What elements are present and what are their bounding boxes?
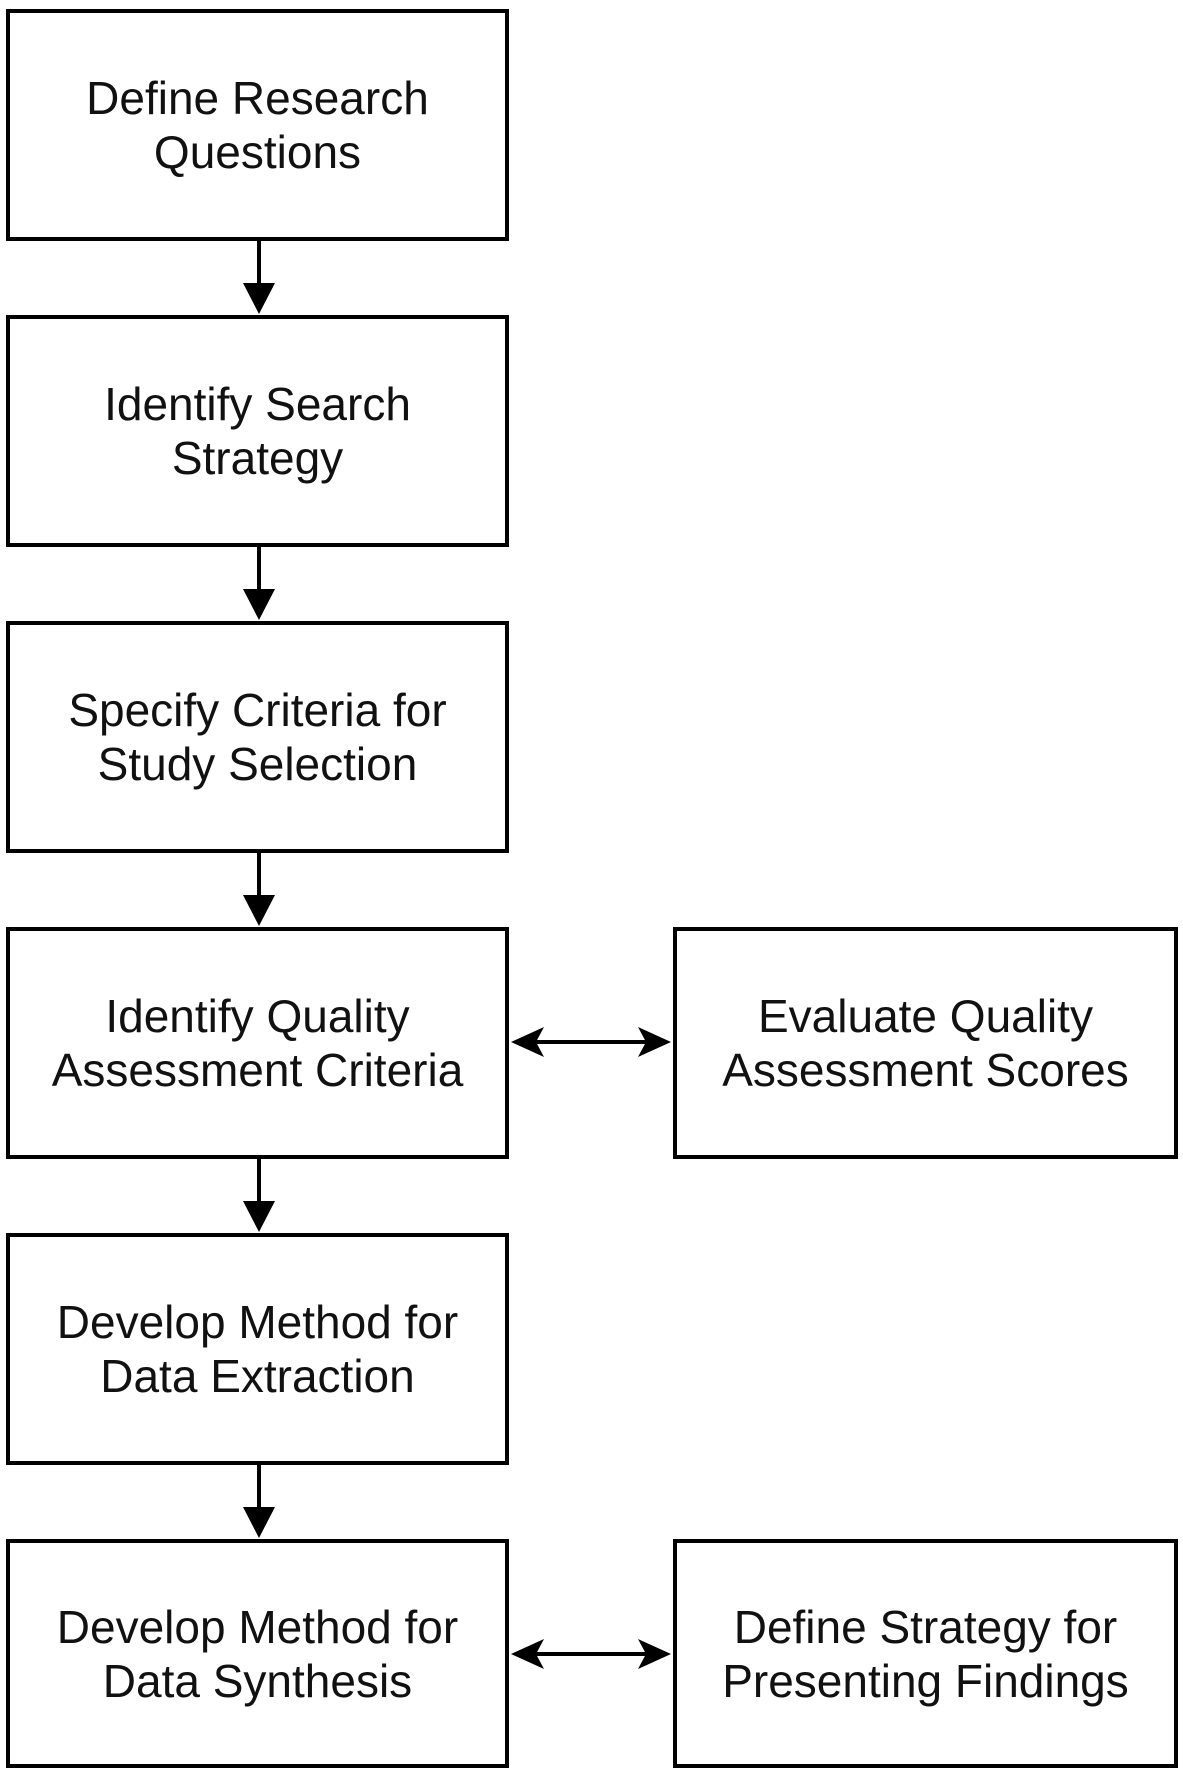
develop-data-extraction-box: Develop Method for Data Extraction (6, 1233, 509, 1465)
identify-search-strategy-label: Identify Search Strategy (104, 378, 411, 484)
evaluate-quality-scores-label: Evaluate Quality Assessment Scores (722, 990, 1129, 1096)
arrow-questions-to-search (243, 241, 275, 314)
arrow-quality-to-extraction (243, 1159, 275, 1232)
double-arrow-quality-evaluate (511, 1027, 671, 1057)
arrow-criteria-to-quality (243, 853, 275, 926)
develop-data-synthesis-box: Develop Method for Data Synthesis (6, 1539, 509, 1768)
arrow-extraction-to-synthesis (243, 1465, 275, 1538)
identify-quality-criteria-label: Identify Quality Assessment Criteria (51, 990, 464, 1096)
define-presenting-strategy-box: Define Strategy for Presenting Findings (673, 1539, 1178, 1768)
identify-quality-criteria-box: Identify Quality Assessment Criteria (6, 927, 509, 1159)
specify-criteria-label: Specify Criteria for Study Selection (68, 684, 447, 790)
define-research-questions-box: Define Research Questions (6, 9, 509, 241)
define-research-questions-label: Define Research Questions (86, 72, 429, 178)
evaluate-quality-scores-box: Evaluate Quality Assessment Scores (673, 927, 1178, 1159)
define-presenting-strategy-label: Define Strategy for Presenting Findings (722, 1600, 1129, 1707)
specify-criteria-box: Specify Criteria for Study Selection (6, 621, 509, 853)
identify-search-strategy-box: Identify Search Strategy (6, 315, 509, 547)
arrow-search-to-criteria (243, 547, 275, 620)
develop-data-extraction-label: Develop Method for Data Extraction (56, 1296, 459, 1402)
double-arrow-synthesis-presenting (511, 1639, 671, 1669)
develop-data-synthesis-label: Develop Method for Data Synthesis (56, 1600, 459, 1707)
